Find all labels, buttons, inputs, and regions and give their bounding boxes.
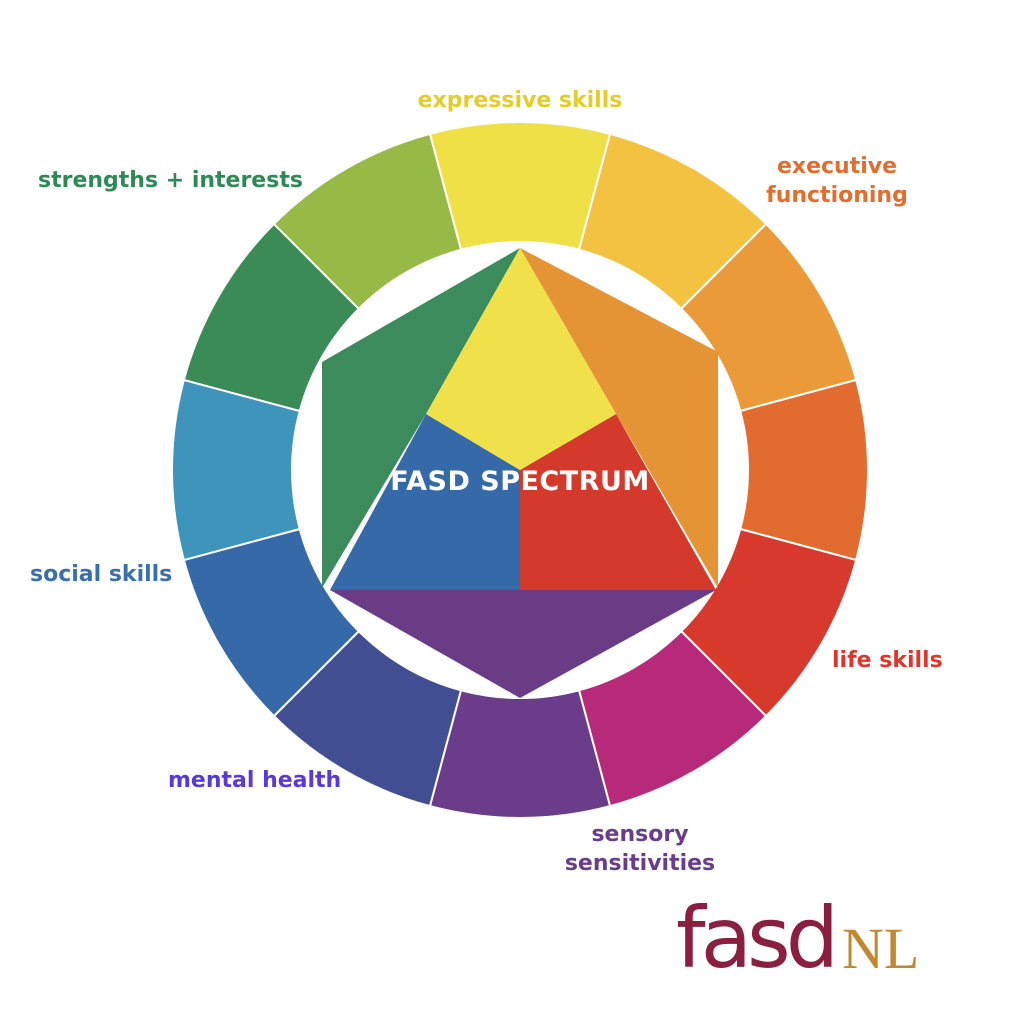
inner-yellow-triangle [426, 248, 616, 470]
label-life-skills: life skills [832, 648, 943, 673]
label-sensory-line1: sensory [591, 822, 689, 847]
inner-purple-region [330, 590, 716, 698]
inner-red-region [520, 414, 716, 590]
label-social-skills: social skills [30, 562, 173, 587]
label-expressive-skills: expressive skills [417, 88, 623, 113]
logo-nl-text: NL [842, 916, 920, 981]
center-title: FASD SPECTRUM [390, 466, 650, 497]
ring-segment-yellow-green [272, 132, 463, 311]
label-sensory-line2: sensitivities [564, 851, 716, 876]
fasd-nl-logo: fasd NL [676, 888, 976, 988]
inner-blue-region [330, 414, 520, 590]
inner-green-region [322, 248, 520, 588]
ring-segment-violet [428, 689, 612, 819]
logo-fasd-text: fasd [676, 889, 839, 987]
inner-orange-region [520, 248, 718, 588]
label-strengths-interests: strengths + interests [38, 168, 303, 193]
ring-segment-blue-green [171, 378, 301, 562]
ring-segment-red-orange [739, 378, 869, 562]
label-executive-line1: executive [776, 154, 898, 179]
ring-segment-yellow [428, 121, 612, 251]
label-executive-line2: functioning [766, 183, 908, 208]
label-executive-functioning: executive functioning [752, 152, 922, 210]
label-sensory-sensitivities: sensory sensitivities [550, 820, 730, 878]
label-mental-health: mental health [168, 768, 342, 793]
